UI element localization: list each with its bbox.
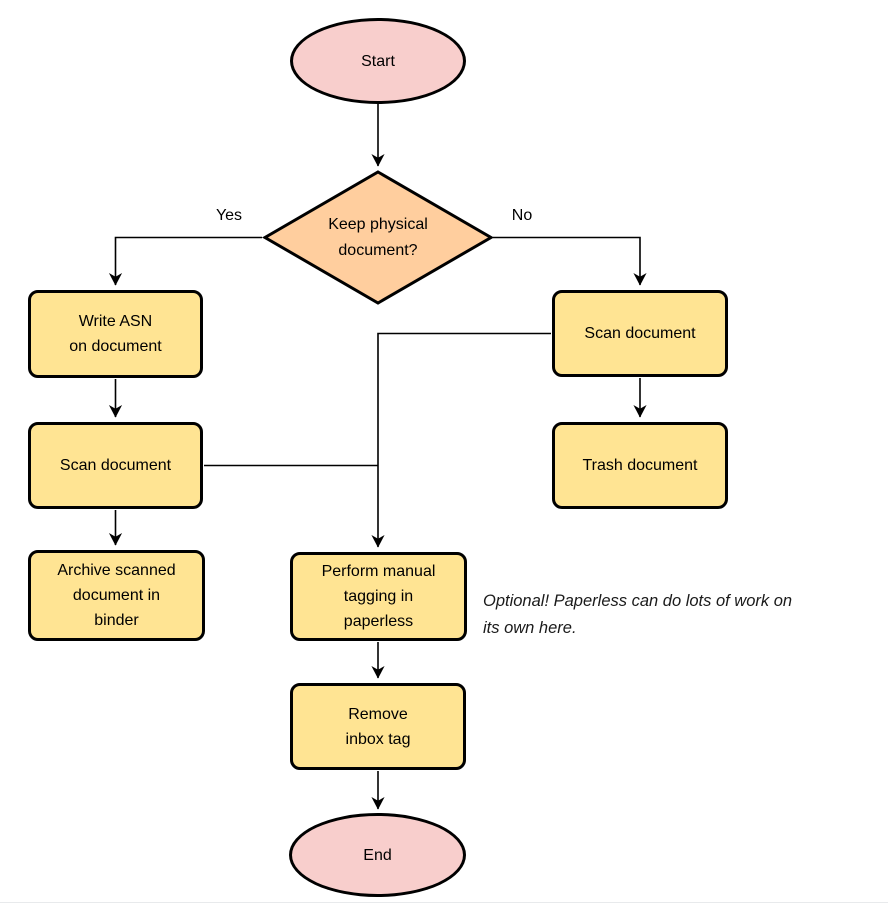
edge-label-no: No bbox=[511, 207, 533, 224]
node-label: Perform manual tagging in paperless bbox=[321, 563, 436, 630]
flowchart-node-trash-document: Trash document bbox=[552, 422, 728, 509]
node-label: Start bbox=[361, 52, 395, 70]
flowchart-node-decision: Keep physical document? bbox=[282, 189, 474, 287]
flowchart-node-end: End bbox=[289, 813, 466, 897]
decision-diamond-shape bbox=[262, 170, 494, 305]
node-label: Scan document bbox=[584, 325, 696, 342]
flowchart-node-start: Start bbox=[290, 18, 466, 104]
edge-scanright-to-tagging bbox=[371, 332, 551, 548]
node-label: End bbox=[363, 846, 392, 864]
edge-label-yes: Yes bbox=[215, 207, 243, 224]
flowchart-node-scan-document-right: Scan document bbox=[552, 290, 728, 377]
flowchart-node-write-asn: Write ASN on document bbox=[28, 290, 203, 378]
flowchart-node-remove-inbox-tag: Remove inbox tag bbox=[290, 683, 466, 770]
flowchart-node-archive-binder: Archive scanned document in binder bbox=[28, 550, 205, 641]
node-label: Trash document bbox=[582, 457, 698, 474]
edge-decision-yes bbox=[108, 236, 262, 286]
node-label: Remove inbox tag bbox=[345, 705, 411, 748]
note-optional: Optional! Paperless can do lots of work … bbox=[483, 592, 793, 637]
flowchart-node-scan-document-left: Scan document bbox=[28, 422, 203, 509]
edge-decision-no bbox=[493, 236, 647, 286]
node-label: Keep physical document? bbox=[328, 216, 428, 259]
node-label: Scan document bbox=[59, 457, 172, 474]
flowchart-node-perform-tagging: Perform manual tagging in paperless bbox=[290, 552, 467, 641]
node-label: Write ASN on document bbox=[69, 313, 162, 355]
page-bottom-border bbox=[0, 902, 888, 903]
node-label: Archive scanned document in binder bbox=[57, 562, 176, 629]
